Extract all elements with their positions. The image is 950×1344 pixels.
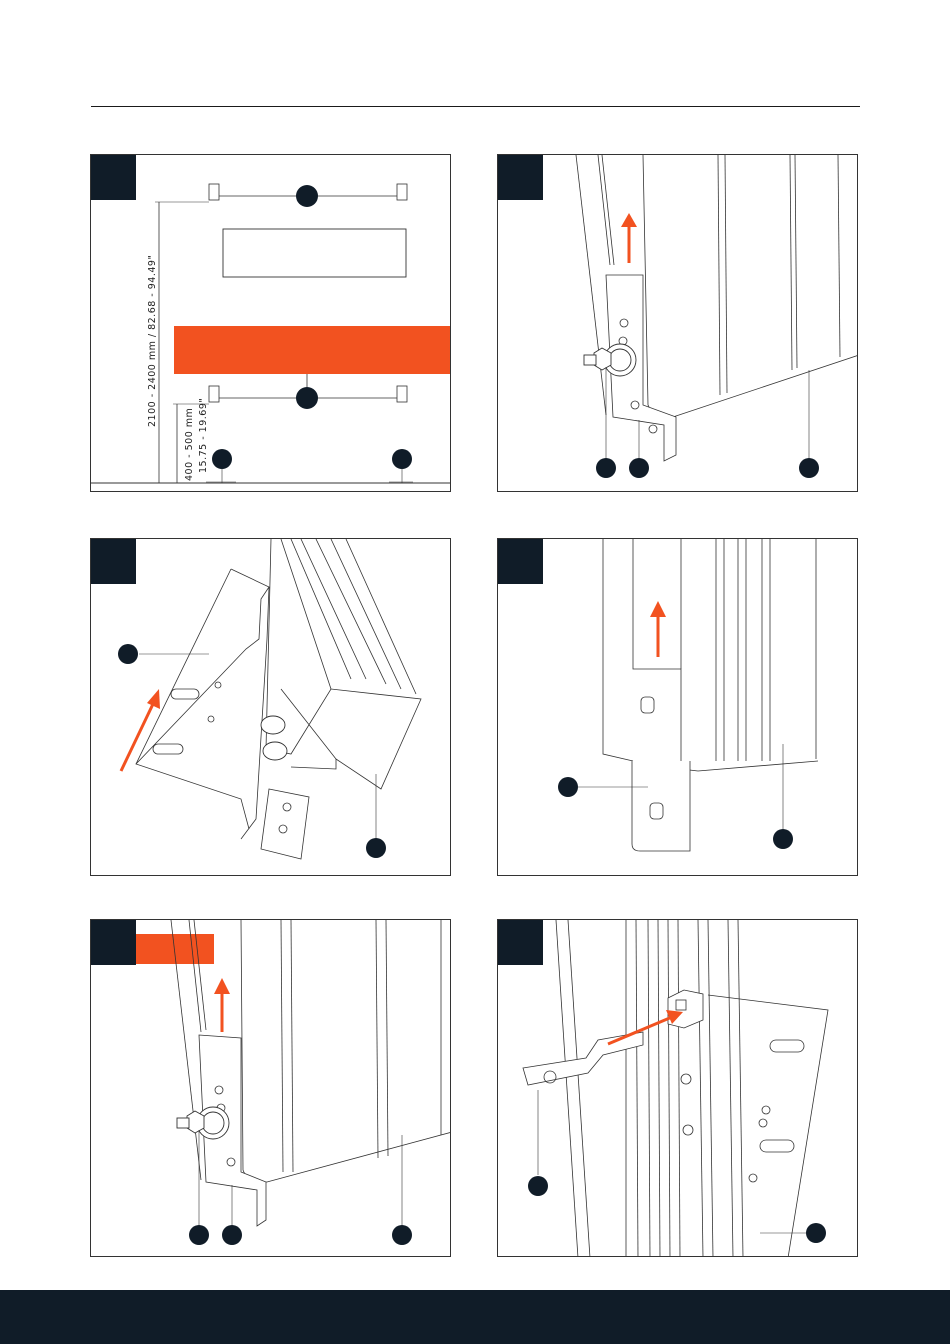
callout-dot <box>629 458 649 478</box>
illustration-bracket-attach <box>498 155 858 492</box>
callout-dot <box>392 449 412 469</box>
bolt-icon <box>261 716 287 760</box>
callout-dot <box>222 1225 242 1245</box>
dimension-height-label: 2100 - 2400 mm / 82.68 - 94.49" <box>147 255 158 427</box>
callout-dot <box>118 644 138 664</box>
arrow-up-icon <box>214 978 230 994</box>
step-panel-3 <box>90 538 451 876</box>
illustration-layout-diagram <box>91 155 451 492</box>
callout-dot <box>392 1225 412 1245</box>
header-rule <box>91 106 860 107</box>
callout-dot <box>189 1225 209 1245</box>
callout-dot <box>528 1176 548 1196</box>
callout-dot <box>296 185 318 207</box>
orange-door-bar <box>174 326 451 374</box>
dimension-offset-in-label: 15.75 - 19.69" <box>198 398 209 473</box>
illustration-plate-insert <box>498 539 858 876</box>
step-panel-6 <box>497 919 858 1257</box>
step-panel-2 <box>497 154 858 492</box>
arrow-up-icon <box>650 601 666 617</box>
step-panel-5 <box>90 919 451 1257</box>
illustration-bracket-slide <box>91 539 451 876</box>
nut-icon <box>681 1074 693 1135</box>
step-panel-4 <box>497 538 858 876</box>
callout-dot <box>596 458 616 478</box>
callout-dot <box>806 1223 826 1243</box>
callout-dot <box>366 838 386 858</box>
step-panel-1: 2100 - 2400 mm / 82.68 - 94.49" 400 - 50… <box>90 154 451 492</box>
callout-dot <box>558 777 578 797</box>
bolt-icon <box>584 344 636 376</box>
arrow-up-icon <box>621 213 637 227</box>
callout-dot <box>296 387 318 409</box>
footer-bar <box>0 1290 950 1344</box>
callout-dot <box>212 449 232 469</box>
callout-dot <box>773 829 793 849</box>
bolt-icon <box>177 1107 229 1139</box>
callout-dot <box>799 458 819 478</box>
arrow-icon <box>147 689 160 709</box>
illustration-link-plate <box>498 920 858 1257</box>
dimension-offset-mm-label: 400 - 500 mm <box>184 408 195 481</box>
illustration-bolt-tighten <box>91 920 451 1257</box>
